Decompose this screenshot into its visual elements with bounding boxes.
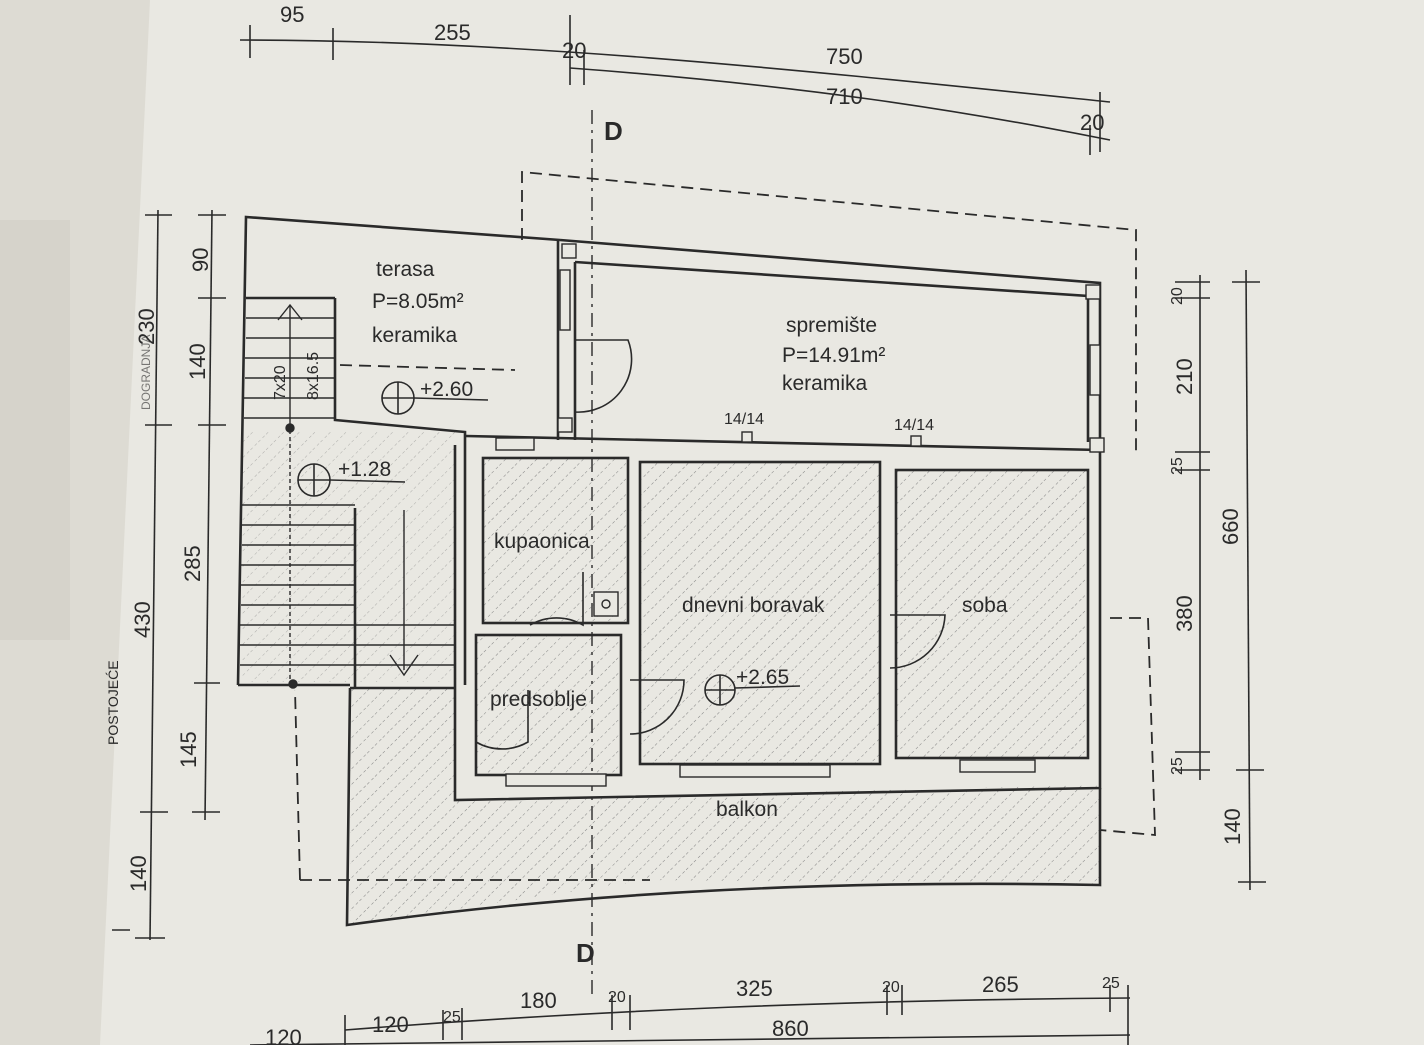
dim-right-210: 210 [1172,358,1197,395]
room-predsoblje: predsoblje [490,688,587,711]
top-dimensions [239,15,1111,155]
level-living: +2.65 [736,666,789,689]
dim-bottom-120-left: 120 [265,1025,302,1045]
dim-top-255: 255 [434,20,471,45]
door-room [889,614,946,669]
dim-right-25: 25 [1169,457,1186,475]
top-dim-line-2 [569,67,1111,141]
dim-bottom-180: 180 [520,988,557,1013]
hatched-areas [242,432,1100,925]
stair-label-2: 8x16.5 [305,352,322,400]
column-label-left: 14/14 [724,411,764,428]
dim-left-285: 285 [180,545,205,582]
room-terasa-finish: keramika [372,324,458,347]
dim-bottom-25: 25 [443,1009,461,1026]
dim-bottom-325: 325 [736,976,773,1001]
dim-top-20: 20 [562,38,586,63]
label-postojece: POSTOJEĆE [105,660,121,745]
dim-top-20b: 20 [1080,110,1104,135]
dim-top-750: 750 [826,44,863,69]
dim-bottom-20: 20 [608,989,626,1006]
room-soba: soba [962,594,1008,617]
room-balkon: balkon [716,798,778,821]
level-stair-landing: +1.28 [338,458,391,481]
door-living [629,679,685,735]
dim-bottom-120: 120 [372,1012,409,1037]
column-label-right: 14/14 [894,417,934,434]
room-spremiste-name: spremište [786,314,877,337]
level-terrace: +2.60 [420,378,473,401]
dim-bottom-25b: 25 [1102,975,1120,992]
doors [475,339,946,750]
section-mark-top: D [604,116,623,146]
label-dogradnja: DOGRADNJA [139,335,153,410]
dim-left-430: 430 [130,601,155,638]
background-shadow [0,220,70,640]
room-spremiste-finish: keramika [782,372,868,395]
room-terasa-name: terasa [376,258,435,281]
dim-bottom-265: 265 [982,972,1019,997]
stair-label: 7x20 [272,365,289,400]
right-dimensions [1175,269,1266,891]
dim-right-140: 140 [1220,808,1245,845]
dim-right-660: 660 [1218,508,1243,545]
dim-left-230: 230 [134,308,159,345]
room-kupaonica: kupaonica [494,530,590,553]
columns [557,243,1105,617]
section-mark-bottom: D [576,938,595,968]
top-dim-line-1 [239,39,1111,103]
dim-left-140b: 140 [126,855,151,892]
stair [240,303,455,689]
new-building-outline [294,171,1156,881]
dim-right-380: 380 [1172,595,1197,632]
door-hall [475,690,529,750]
dim-bottom-860: 860 [772,1016,809,1041]
door-storage [574,339,633,413]
dim-right-25b: 25 [1169,757,1186,775]
left-dimensions [112,209,226,941]
room-terasa-area: P=8.05m² [372,290,464,313]
room-spremiste-area: P=14.91m² [782,344,885,367]
dim-top-710: 710 [826,84,863,109]
level-markers [297,381,801,706]
dim-left-140: 140 [185,343,210,380]
dim-top-95: 95 [280,2,304,27]
dim-right-20: 20 [1169,287,1186,305]
room-dnevni-boravak: dnevni boravak [682,594,825,617]
windows [495,269,1101,787]
door-bathroom [529,572,584,627]
dim-bottom-20b: 20 [882,979,900,996]
dim-left-90: 90 [188,248,213,272]
dim-left-145: 145 [176,731,201,768]
